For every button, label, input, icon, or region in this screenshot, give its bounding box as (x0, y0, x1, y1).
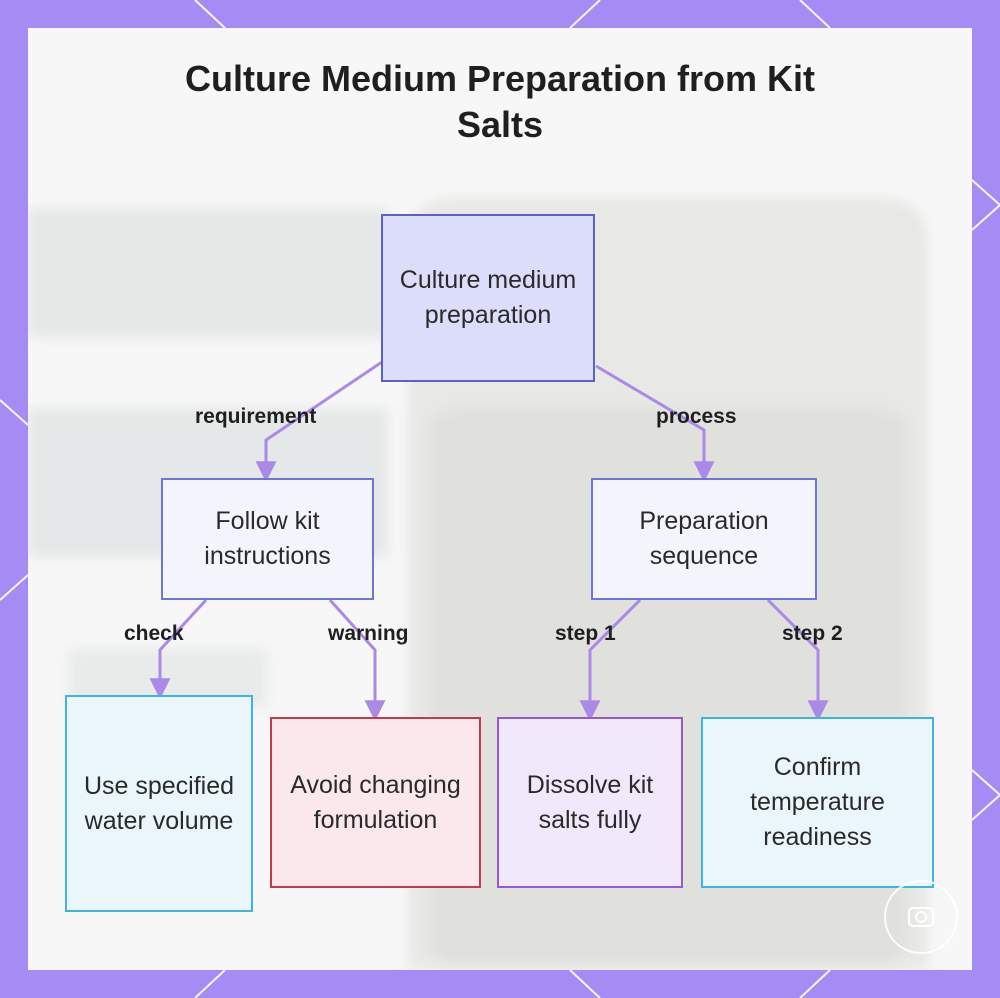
diagram-title: Culture Medium Preparation from Kit Salt… (0, 56, 1000, 148)
node-avoid-label: Avoid changing formulation (290, 770, 461, 834)
edge-step1 (579, 598, 642, 722)
edge-warning (328, 598, 386, 722)
node-culture-medium-preparation: Culture medium preparation (381, 214, 595, 382)
edge-check (149, 598, 208, 700)
node-follow-kit-instructions: Follow kit instructions (161, 478, 374, 600)
node-confirm-temperature-readiness: Confirm temperature readiness (701, 717, 934, 888)
edge-label-requirement: requirement (195, 405, 317, 428)
node-preparation-sequence: Preparation sequence (591, 478, 817, 600)
title-line-2: Salts (456, 104, 544, 145)
edge-process (595, 364, 715, 483)
edge-requirement (255, 360, 383, 483)
node-root-label: Culture medium preparation (399, 266, 577, 329)
node-confirm-label: Confirm temperature readiness (750, 753, 885, 851)
edge-label-step-1: step 1 (555, 622, 616, 645)
watermark-badge (884, 880, 958, 954)
node-dissolve-label: Dissolve kit salts fully (526, 770, 654, 834)
node-use-specified-water-volume: Use specified water volume (65, 695, 253, 912)
title-line-1: Culture Medium Preparation from Kit (184, 58, 816, 99)
edge-step2 (766, 598, 829, 722)
watermark-icon (908, 907, 934, 927)
edge-label-check: check (124, 622, 184, 645)
node-water-label: Use specified water volume (83, 771, 235, 835)
edge-label-warning: warning (328, 622, 409, 645)
edge-label-step-2: step 2 (782, 622, 843, 645)
edge-label-process: process (656, 405, 737, 428)
node-sequence-label: Preparation sequence (639, 507, 769, 570)
node-avoid-changing-formulation: Avoid changing formulation (270, 717, 481, 888)
node-dissolve-kit-salts-fully: Dissolve kit salts fully (497, 717, 683, 888)
node-follow-label: Follow kit instructions (204, 507, 331, 570)
